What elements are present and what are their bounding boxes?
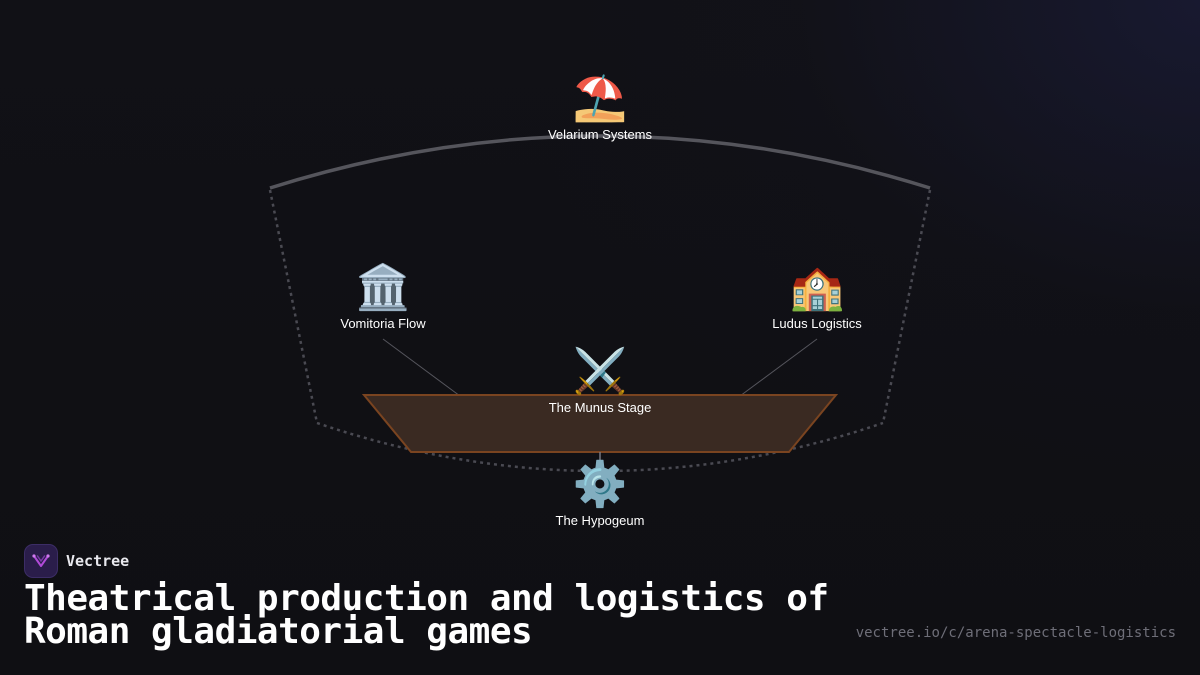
node-label: Velarium Systems [547, 127, 653, 142]
node-ludus-logistics: 🏫 Ludus Logistics [727, 262, 907, 332]
arena-left-wall [268, 189, 319, 424]
brand-name: Vectree [66, 552, 130, 570]
crossed-swords-icon: ⚔️ [572, 347, 628, 396]
beach-umbrella-icon: ⛱️ [572, 74, 628, 123]
munus-stage-platform [361, 394, 839, 453]
node-munus-stage: ⚔️ The Munus Stage [510, 346, 690, 416]
connector-ludus-stage [739, 338, 818, 397]
node-label: Ludus Logistics [772, 316, 862, 331]
source-url[interactable]: vectree.io/c/arena-spectacle-logistics [855, 625, 1176, 641]
vectree-logo-icon [24, 544, 58, 578]
node-label: The Munus Stage [548, 400, 652, 415]
arena-bottom-arc [316, 421, 884, 473]
node-label: The Hypogeum [555, 513, 645, 528]
connector-vomitoria-stage [382, 338, 461, 397]
gear-icon: ⚙️ [572, 460, 628, 509]
node-velarium-systems: ⛱️ Velarium Systems [510, 73, 690, 143]
node-hypogeum: ⚙️ The Hypogeum [510, 459, 690, 529]
arena-top-arc [269, 134, 931, 190]
arena-right-wall [881, 189, 932, 424]
node-vomitoria-flow: 🏛️ Vomitoria Flow [293, 262, 473, 332]
node-label: Vomitoria Flow [340, 316, 426, 331]
brand: Vectree [24, 544, 129, 578]
school-icon: 🏫 [789, 263, 845, 312]
page-title: Theatrical production and logistics of R… [24, 578, 829, 652]
classical-building-icon: 🏛️ [355, 263, 411, 312]
